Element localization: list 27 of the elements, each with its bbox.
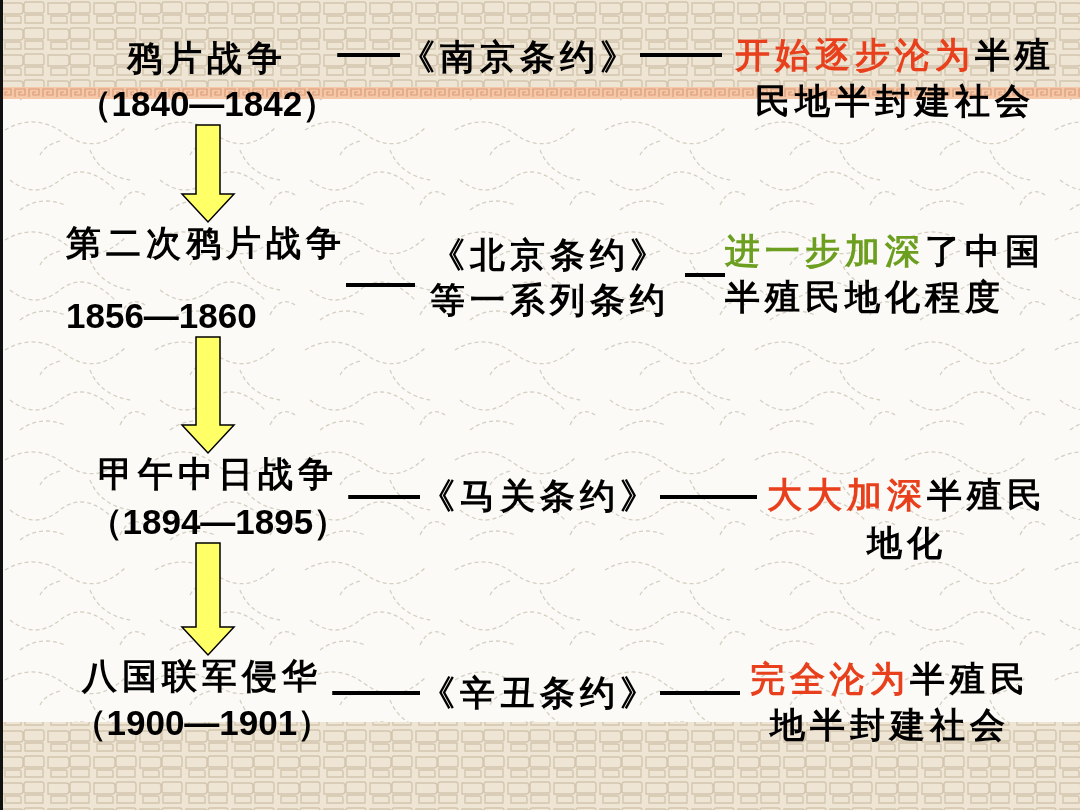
connector-line <box>332 691 420 695</box>
outcome-text: 开始逐步沦为半殖民地半封建社会 <box>722 32 1067 124</box>
treaty-name: 《北京条约》等一系列条约 <box>415 232 685 322</box>
connector-line <box>346 283 415 287</box>
treaty-name: 《南京条约》 <box>400 36 640 78</box>
outcome-text: 完全沦为半殖民地半封建社会 <box>740 656 1040 748</box>
war-name: 甲午中日战争 <box>96 453 339 495</box>
date-range: 1856—1860 <box>66 295 258 337</box>
connector-line <box>660 495 757 499</box>
block-arrow <box>180 336 236 455</box>
war-name: 鸦片战争 <box>125 37 288 79</box>
date-range: （1900—1901） <box>71 702 333 744</box>
war-name: 八国联军侵华 <box>80 655 323 697</box>
connector-line <box>348 495 420 499</box>
connector-line <box>660 691 740 695</box>
outcome-text: 大大加深半殖民地化 <box>757 471 1057 567</box>
block-arrow <box>180 542 236 657</box>
date-range: （1840—1842） <box>76 83 338 125</box>
treaty-name: 《辛丑条约》 <box>420 672 660 714</box>
war-name: 第二次鸦片战争 <box>66 222 346 264</box>
connector-line <box>640 53 722 57</box>
outcome-text: 进一步加深了中国半殖民地化程度 <box>725 228 1070 320</box>
date-range: （1894—1895） <box>87 501 349 543</box>
connector-line <box>685 273 725 277</box>
block-arrow <box>180 124 236 224</box>
connector-line <box>337 53 400 57</box>
treaty-name: 《马关条约》 <box>420 475 660 517</box>
